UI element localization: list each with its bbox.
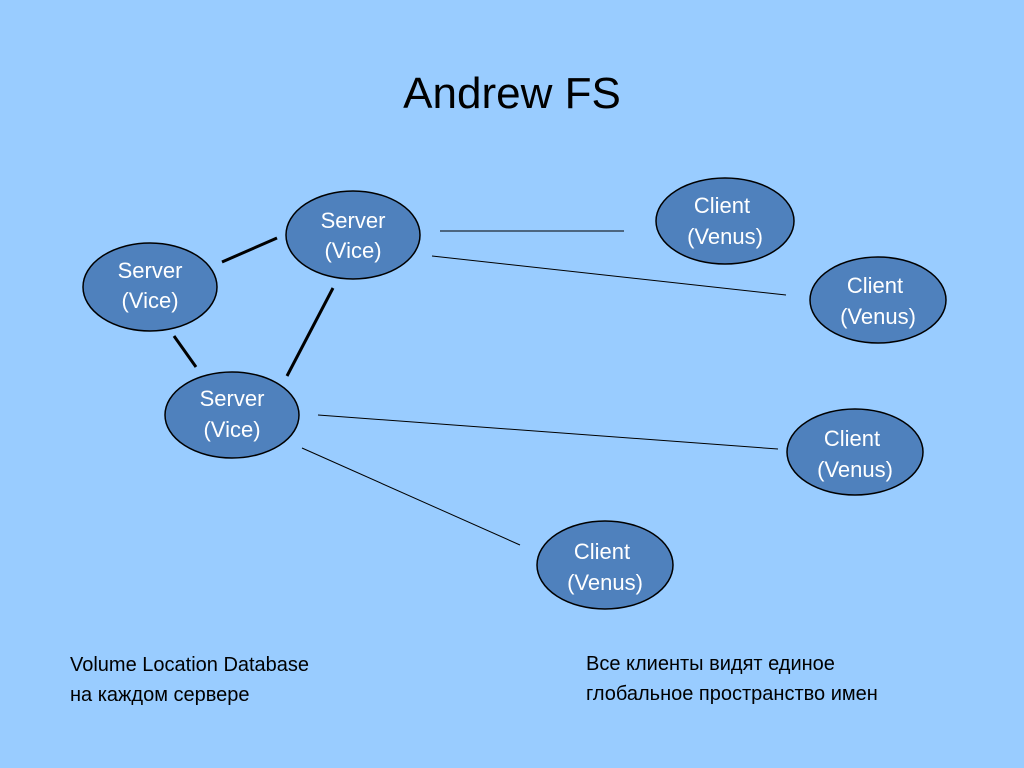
svg-text:(Vice): (Vice)	[324, 238, 381, 263]
link-server-bottom-client-3	[317, 414, 779, 450]
client-node: Client (Venus)	[786, 408, 924, 496]
link-server-bottom-client-4	[301, 447, 521, 546]
svg-text:(Venus): (Venus)	[840, 304, 916, 329]
svg-text:Client: Client	[574, 539, 630, 564]
client-node: Client (Venus)	[536, 520, 674, 610]
svg-text:(Vice): (Vice)	[121, 288, 178, 313]
svg-text:(Venus): (Venus)	[567, 570, 643, 595]
svg-text:Server: Server	[321, 208, 386, 233]
client-node: Client (Venus)	[655, 177, 795, 265]
svg-text:(Venus): (Venus)	[687, 224, 763, 249]
server-node: Server (Vice)	[285, 190, 421, 280]
note-right-line-2: глобальное пространство имен	[586, 683, 878, 705]
link-server-left-server-top	[221, 236, 278, 264]
note-volume-location-database: Volume Location Database на каждом серве…	[70, 650, 309, 710]
svg-text:(Venus): (Venus)	[817, 457, 893, 482]
svg-text:Client: Client	[847, 273, 903, 298]
note-left-line-2: на каждом сервере	[70, 684, 250, 706]
note-right-line-1: Все клиенты видят единое	[586, 653, 835, 675]
note-global-namespace: Все клиенты видят единое глобальное прос…	[586, 649, 878, 709]
slide-title: Andrew FS	[403, 69, 621, 118]
svg-text:Client: Client	[694, 193, 750, 218]
note-left-line-1: Volume Location Database	[70, 654, 310, 676]
link-server-top-server-bottom	[285, 287, 335, 377]
client-node: Client (Venus)	[809, 256, 947, 344]
server-node: Server (Vice)	[82, 242, 218, 332]
svg-text:(Vice): (Vice)	[203, 417, 260, 442]
svg-text:Server: Server	[200, 386, 265, 411]
server-node: Server (Vice)	[164, 371, 300, 459]
link-server-top-client-2	[431, 255, 787, 296]
svg-text:Client: Client	[824, 426, 880, 451]
svg-text:Server: Server	[118, 258, 183, 283]
link-server-left-server-bottom	[172, 335, 198, 368]
